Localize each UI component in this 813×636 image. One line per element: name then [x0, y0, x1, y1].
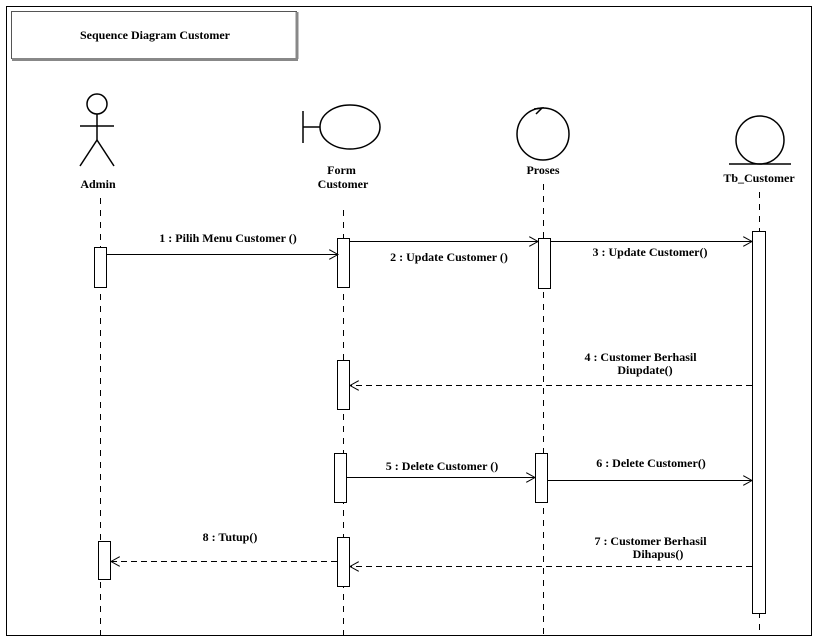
activation-proses-1	[538, 238, 551, 289]
message-label-2-line: 2 : Update Customer ()	[390, 250, 508, 264]
messages	[106, 242, 752, 567]
control-icon	[516, 106, 570, 161]
message-label-6: 6 : Delete Customer()	[596, 456, 706, 470]
message-label-5-line: 5 : Delete Customer ()	[386, 459, 498, 473]
participant-label-proses-line: Proses	[526, 163, 559, 177]
activation-admin-2	[98, 541, 111, 580]
participant-label-tb-line: Tb_Customer	[723, 171, 795, 185]
participant-label-admin: Admin	[80, 177, 116, 191]
activation-admin-1	[94, 247, 107, 288]
actor-icon	[79, 93, 115, 167]
participant-label-admin-line: Admin	[80, 177, 116, 191]
activation-tb	[752, 231, 766, 614]
participant-label-form-line-2: Customer	[318, 177, 369, 191]
activation-form-2	[337, 360, 350, 410]
activation-form-3	[334, 453, 347, 503]
message-label-7-line-2: Dihapus()	[633, 547, 684, 561]
message-label-6-line: 6 : Delete Customer()	[596, 456, 706, 470]
boundary-icon	[302, 104, 381, 150]
participant-label-tb: Tb_Customer	[723, 171, 795, 185]
title-box: Sequence Diagram Customer	[11, 11, 299, 61]
activation-proses-2	[535, 453, 548, 503]
message-label-7: 7 : Customer Berhasil Dihapus()	[594, 534, 709, 561]
message-label-1-line: 1 : Pilih Menu Customer ()	[159, 231, 296, 245]
participant-proses: Proses	[516, 106, 570, 636]
participant-label-form-line-1: Form	[327, 163, 356, 177]
diagram-title: Sequence Diagram Customer	[80, 28, 231, 42]
activation-form-4	[337, 537, 350, 587]
participant-label-proses: Proses	[526, 163, 559, 177]
message-label-4: 4 : Customer Berhasil Diupdate()	[584, 350, 699, 377]
message-label-3-line: 3 : Update Customer()	[593, 245, 708, 259]
message-label-2: 2 : Update Customer ()	[390, 250, 508, 264]
entity-icon	[729, 115, 791, 165]
message-label-1: 1 : Pilih Menu Customer ()	[159, 231, 296, 245]
message-labels: 1 : Pilih Menu Customer () 2 : Update Cu…	[159, 231, 709, 561]
message-label-5: 5 : Delete Customer ()	[386, 459, 498, 473]
message-label-8: 8 : Tutup()	[203, 530, 258, 544]
message-label-4-line-1: 4 : Customer Berhasil	[584, 350, 697, 364]
message-label-8-line: 8 : Tutup()	[203, 530, 258, 544]
activation-form-1	[337, 238, 350, 288]
message-label-4-line-2: Diupdate()	[617, 363, 672, 377]
message-label-3: 3 : Update Customer()	[593, 245, 708, 259]
message-label-7-line-1: 7 : Customer Berhasil	[594, 534, 707, 548]
participant-form-customer: Form Customer	[302, 104, 381, 636]
participant-label-form: Form Customer	[318, 163, 369, 191]
